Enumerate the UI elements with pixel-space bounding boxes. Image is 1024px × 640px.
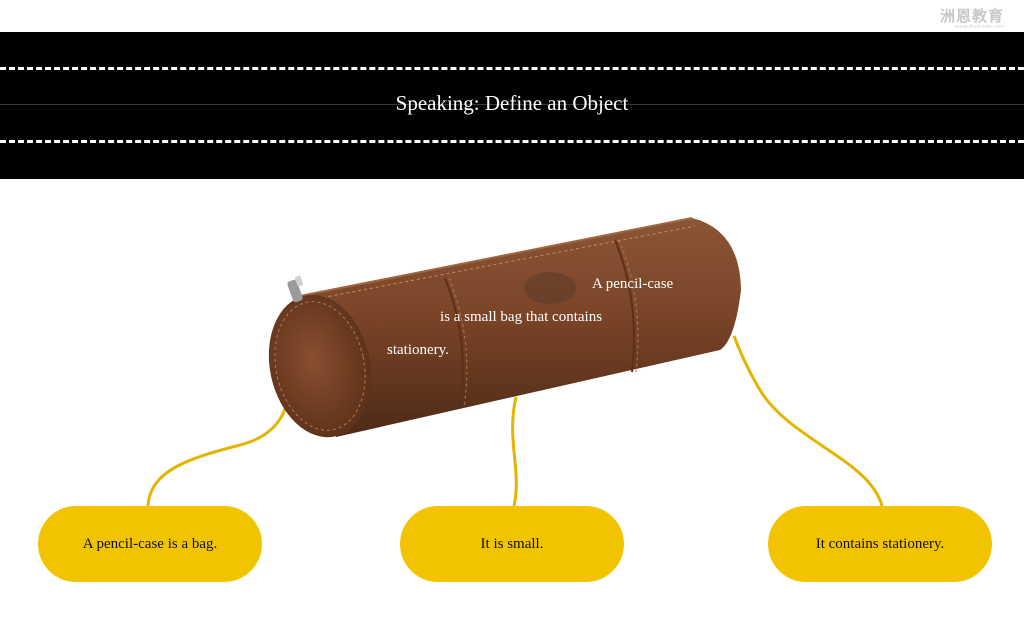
brand-logo-url: www.zhen edu.com [955, 24, 1004, 30]
connector-left [146, 402, 289, 507]
connector-center [511, 396, 518, 507]
brand-logo: 洲恩教育 www.zhen edu.com [940, 8, 1004, 30]
annotation-line-2: is a small bag that contains [440, 309, 603, 325]
connector-right [732, 335, 884, 507]
banner-center-line [0, 104, 1024, 105]
annotation-line-3: stationery. [387, 342, 449, 358]
callout-bag-label: A pencil-case is a bag. [82, 535, 218, 552]
callout-stationery-label: It contains stationery. [815, 535, 945, 552]
brand-logo-text: 洲恩教育 [939, 7, 1004, 25]
title-banner: Speaking: Define an Object [0, 32, 1024, 179]
callout-bag: A pencil-case is a bag. [38, 506, 262, 582]
callout-small: It is small. [400, 506, 624, 582]
connector-lines [146, 335, 884, 507]
callout-stationery: It contains stationery. [768, 506, 992, 582]
annotation-line-1: A pencil-case [592, 276, 674, 292]
page-title: Speaking: Define an Object [395, 91, 629, 115]
callout-small-label: It is small. [480, 535, 544, 552]
dashed-divider-top [0, 67, 1024, 70]
pencil-case-image [268, 217, 741, 438]
dashed-divider-bottom [0, 140, 1024, 143]
